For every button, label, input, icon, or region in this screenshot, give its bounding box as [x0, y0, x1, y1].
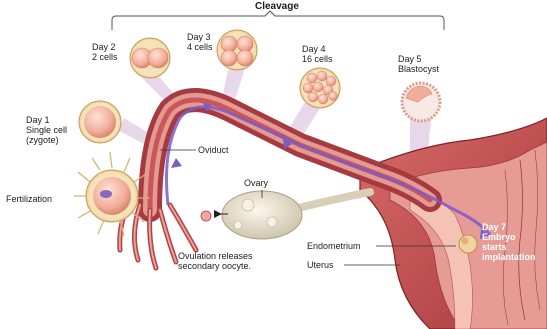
day5-day-text: Day 5 [398, 54, 439, 64]
day1-desc-text: Single cell [26, 125, 67, 135]
endometrium-label: Endometrium [307, 241, 361, 251]
day7-desc3-text: implantation [482, 252, 536, 262]
sixteen-cell-embryo [300, 68, 340, 108]
day7-desc-text: Embryo [482, 232, 536, 242]
day7-desc2-text: starts [482, 242, 536, 252]
day2-day-text: Day 2 [92, 42, 118, 52]
day1-label: Day 1 Single cell (zygote) [26, 115, 67, 145]
blastocyst [402, 83, 440, 121]
day4-desc-text: 16 cells [302, 54, 333, 64]
day1-desc2-text: (zygote) [26, 135, 67, 145]
cleavage-bracket [112, 11, 444, 30]
ovary-label: Ovary [244, 178, 268, 188]
day5-label: Day 5 Blastocyst [398, 54, 439, 74]
day7-day-text: Day 7 [482, 222, 536, 232]
cleavage-title: Cleavage [255, 2, 299, 12]
four-cell-embryo [217, 30, 257, 70]
day3-label: Day 3 4 cells [187, 32, 213, 52]
day7-label: Day 7 Embryo starts implantation [482, 222, 536, 262]
ovulation-line2: secondary oocyte. [178, 261, 253, 271]
uterus-label: Uterus [307, 260, 334, 270]
two-cell-embryo [130, 38, 170, 78]
day4-day-text: Day 4 [302, 44, 333, 54]
day4-label: Day 4 16 cells [302, 44, 333, 64]
zygote-cell [79, 101, 121, 143]
ovulation-line1: Ovulation releases [178, 251, 253, 261]
ovary [222, 191, 370, 239]
ovulation-label: Ovulation releases secondary oocyte. [178, 251, 253, 271]
day2-desc-text: 2 cells [92, 52, 118, 62]
implanting-embryo [459, 235, 477, 253]
fertilization-label: Fertilization [6, 194, 52, 204]
day2-label: Day 2 2 cells [92, 42, 118, 62]
day5-desc-text: Blastocyst [398, 64, 439, 74]
oviduct-label: Oviduct [198, 145, 229, 155]
day3-desc-text: 4 cells [187, 42, 213, 52]
day3-day-text: Day 3 [187, 32, 213, 42]
day1-day-text: Day 1 [26, 115, 67, 125]
